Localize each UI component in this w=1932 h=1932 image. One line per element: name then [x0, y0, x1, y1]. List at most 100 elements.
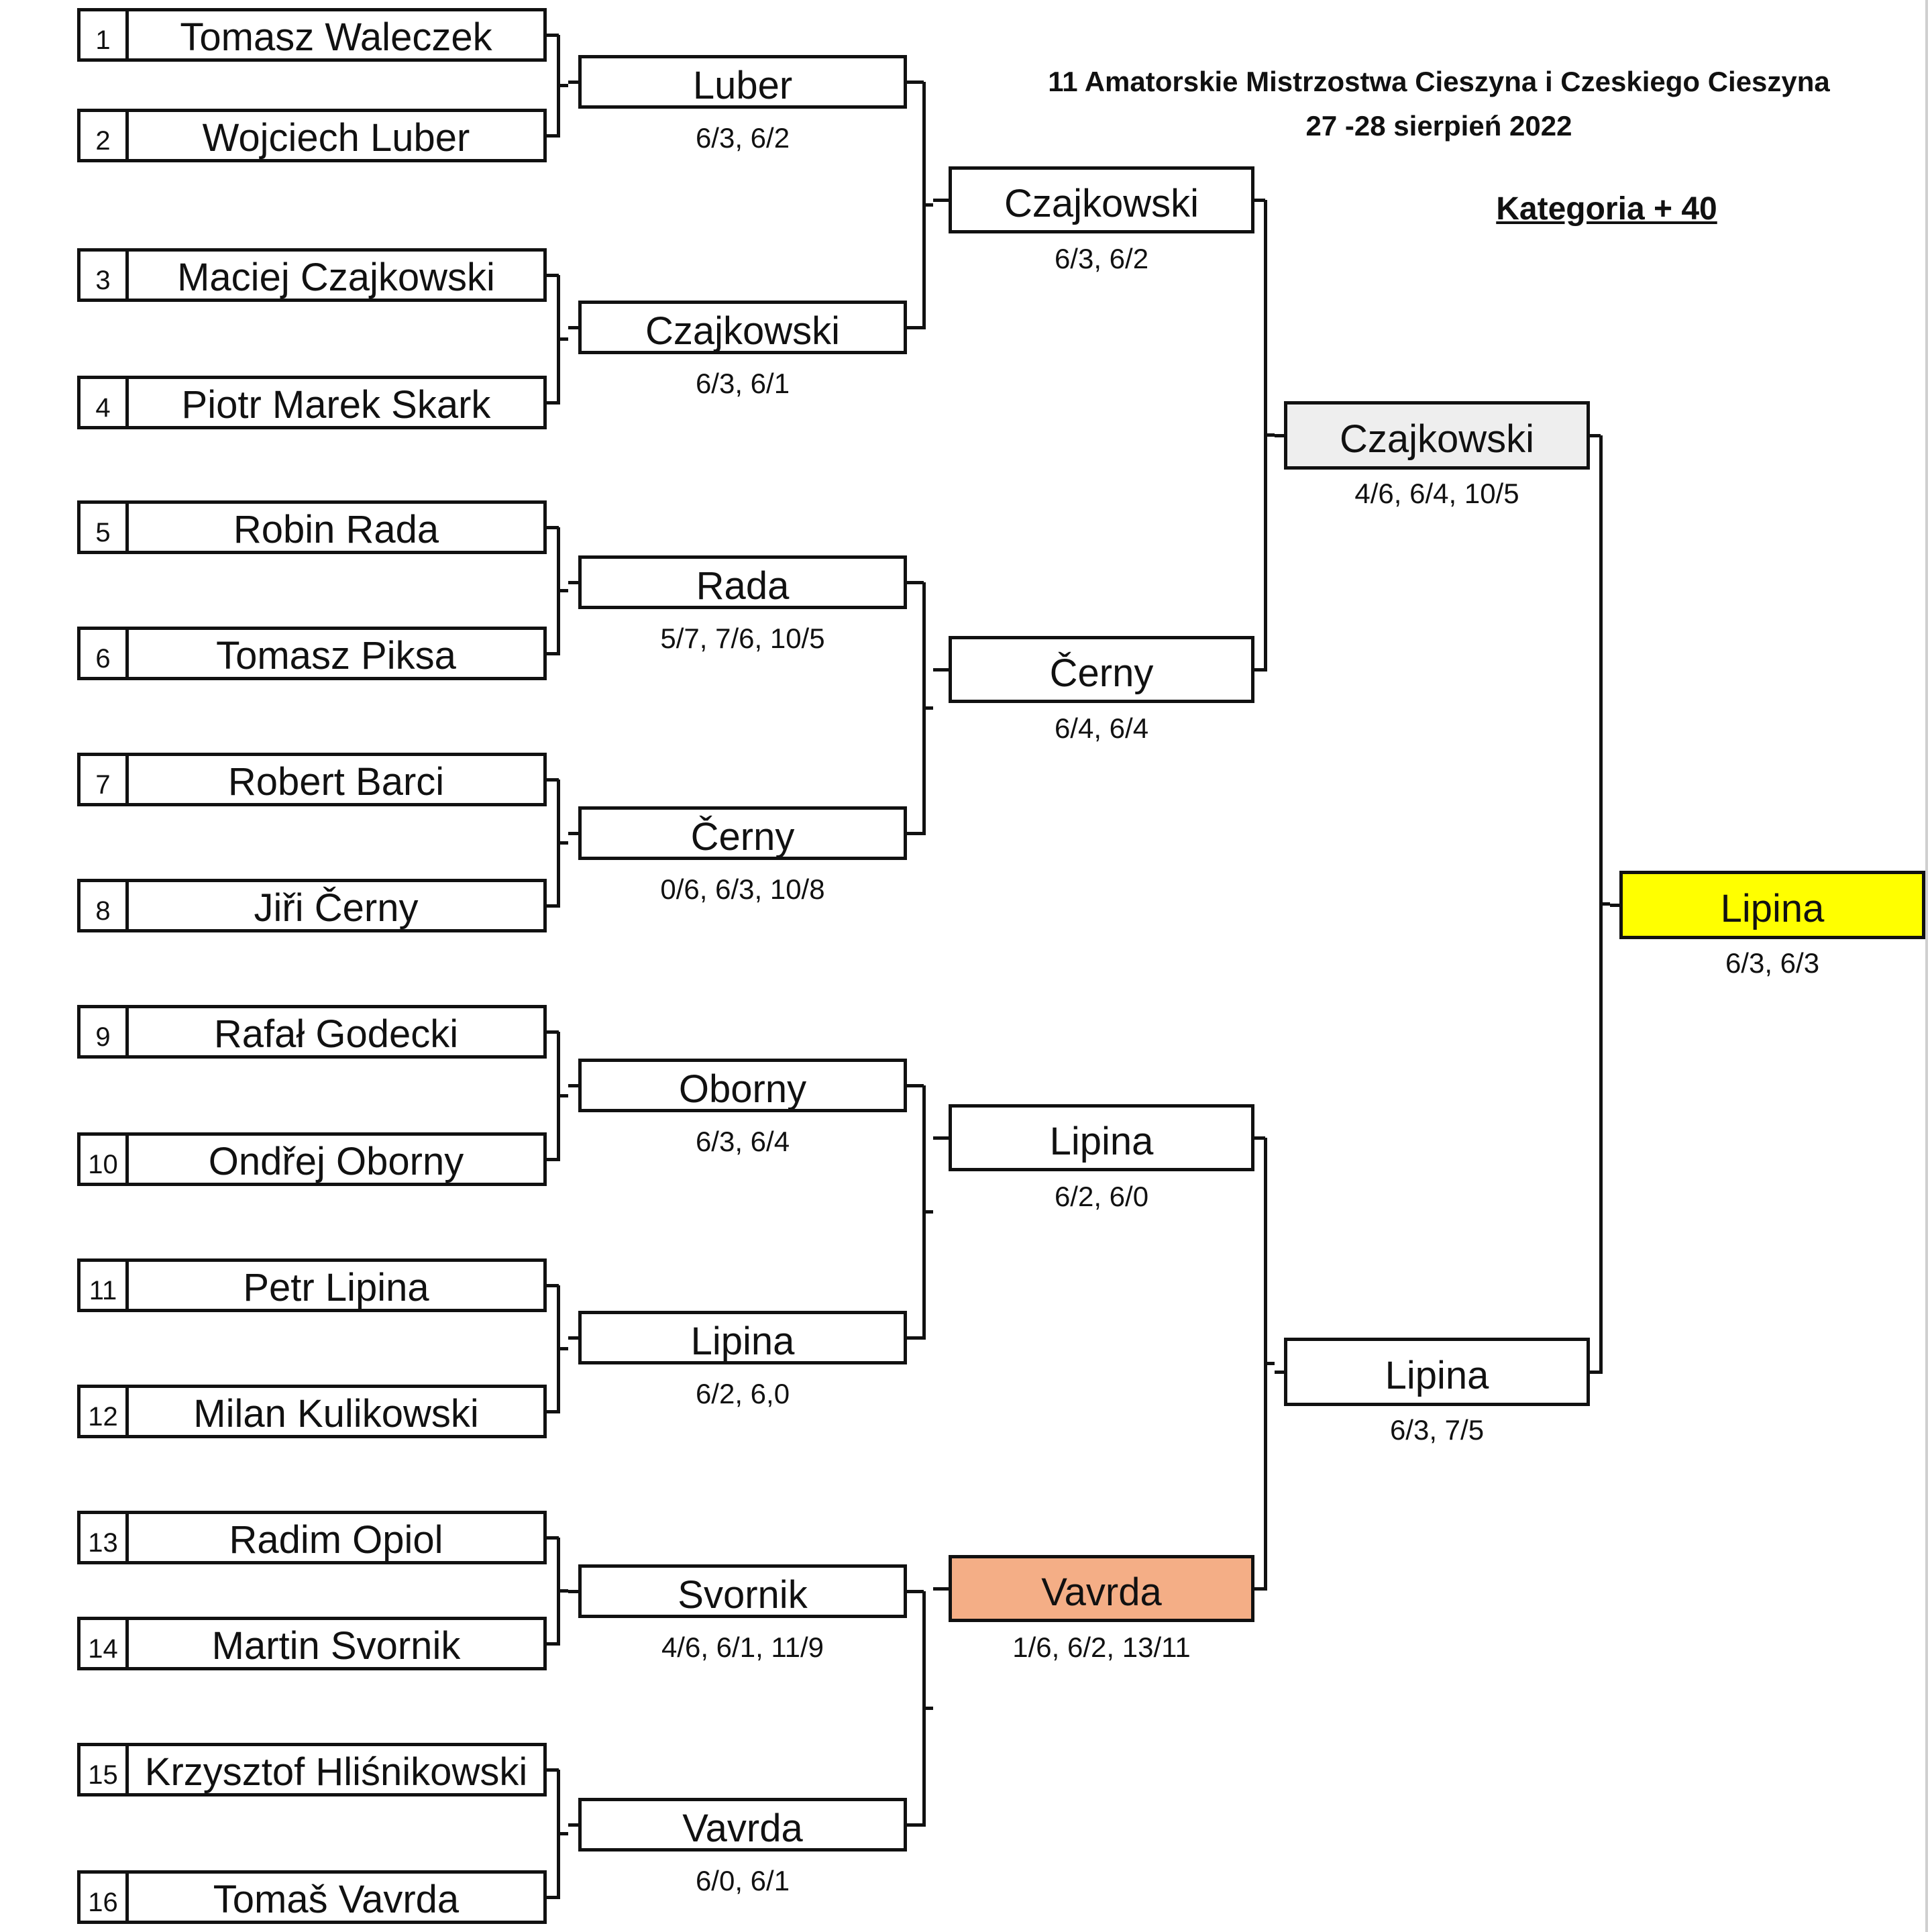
bracket-connector — [907, 1336, 924, 1340]
winner-box: Černy — [949, 636, 1254, 703]
player-name: Tomasz Piksa — [216, 634, 456, 678]
bracket-connector — [547, 1895, 559, 1899]
bracket-connector — [933, 1136, 949, 1140]
bracket-connector — [907, 1083, 924, 1087]
player-name: Ondřej Oborny — [208, 1140, 464, 1183]
match-score: 6/2, 6,0 — [695, 1378, 790, 1409]
winner-box: Czajkowski — [1284, 401, 1590, 470]
winner-box: Oborny — [578, 1059, 907, 1112]
winner-box: Czajkowski — [949, 166, 1254, 233]
winner-box: Lipina — [578, 1311, 907, 1364]
seed-number: 1 — [80, 11, 129, 58]
page-edge-line — [1925, 0, 1928, 1932]
bracket-connector — [547, 1409, 559, 1413]
bracket-connector — [907, 325, 924, 329]
bracket-connector — [547, 1536, 559, 1540]
seed-number: 2 — [80, 112, 129, 159]
winner-box: Lipina — [949, 1104, 1254, 1171]
player-slot: 5 Robin Rada — [77, 500, 547, 554]
player-slot: 1 Tomasz Waleczek — [77, 8, 547, 62]
bracket-connector — [568, 831, 578, 835]
player-slot: 13 Radim Opiol — [77, 1511, 547, 1564]
bracket-connector — [924, 706, 933, 710]
match-score: 6/3, 6/1 — [695, 368, 790, 399]
match-score: 4/6, 6/1, 11/9 — [661, 1631, 824, 1663]
bracket-connector — [558, 841, 568, 845]
seed-number: 9 — [80, 1008, 129, 1055]
player-slot: 3 Maciej Czajkowski — [77, 248, 547, 302]
bracket-connector — [1254, 1587, 1265, 1591]
bracket-connector — [1254, 1136, 1265, 1140]
player-name: Jiři Černy — [254, 886, 419, 930]
player-name: Piotr Marek Skark — [181, 383, 491, 427]
winner-box: Vavrda — [578, 1798, 907, 1851]
player-slot: 10 Ondřej Oborny — [77, 1132, 547, 1186]
match-score: 6/0, 6/1 — [695, 1865, 790, 1896]
bracket-connector — [568, 1823, 578, 1827]
bracket-connector — [558, 337, 568, 341]
winner-box: Lipina — [1619, 871, 1925, 939]
player-name: Krzysztof Hliśnikowski — [144, 1750, 528, 1794]
match-score: 6/3, 7/5 — [1389, 1414, 1485, 1446]
player-name: Radim Opiol — [229, 1518, 443, 1562]
seed-number: 11 — [80, 1262, 129, 1309]
winner-box: Lipina — [1284, 1338, 1590, 1406]
player-name: Petr Lipina — [243, 1266, 429, 1309]
bracket-connector — [547, 133, 559, 138]
bracket-connector — [933, 667, 949, 672]
match-score: 4/6, 6/4, 10/5 — [1354, 478, 1519, 509]
tournament-title: 11 Amatorskie Mistrzostwa Cieszyna i Cze… — [1048, 66, 1830, 97]
seed-number: 12 — [80, 1388, 129, 1435]
player-name: Rafał Godecki — [213, 1012, 459, 1056]
bracket-connector — [907, 1823, 924, 1827]
player-name: Tomasz Waleczek — [180, 15, 492, 59]
player-name: Robin Rada — [233, 508, 439, 551]
winner-box: Czajkowski — [578, 301, 907, 354]
winner-box: Rada — [578, 555, 907, 609]
player-name: Maciej Czajkowski — [177, 256, 495, 299]
bracket-connector — [1254, 198, 1265, 202]
bracket-connector — [907, 80, 924, 84]
winner-box: Luber — [578, 55, 907, 109]
player-name: Wojciech Luber — [202, 116, 470, 160]
bracket-connector — [1265, 433, 1275, 437]
player-name: Martin Svornik — [211, 1624, 461, 1668]
bracket-connector — [1601, 902, 1610, 906]
bracket-connector — [924, 1706, 933, 1710]
bracket-connector — [907, 831, 924, 835]
seed-number: 6 — [80, 630, 129, 677]
player-slot: 2 Wojciech Luber — [77, 109, 547, 162]
match-score: 1/6, 6/2, 13/11 — [1012, 1631, 1191, 1663]
bracket-connector — [907, 580, 924, 584]
seed-number: 3 — [80, 252, 129, 299]
bracket-connector — [568, 580, 578, 584]
bracket-connector — [568, 1589, 578, 1593]
bracket-connector — [1590, 1370, 1601, 1374]
seed-number: 13 — [80, 1514, 129, 1561]
bracket-connector — [547, 777, 559, 782]
bracket-connector — [547, 525, 559, 529]
bracket-connector — [547, 33, 559, 37]
bracket-connector — [558, 588, 568, 592]
bracket-connector — [547, 1283, 559, 1287]
bracket-connector — [558, 1346, 568, 1350]
bracket-connector — [558, 1831, 568, 1835]
match-score: 6/3, 6/2 — [695, 122, 790, 154]
seed-number: 5 — [80, 504, 129, 551]
bracket-connector — [1254, 667, 1265, 672]
seed-number: 10 — [80, 1136, 129, 1183]
bracket-connector — [568, 1336, 578, 1340]
bracket-connector — [558, 1093, 568, 1097]
bracket-connector — [547, 651, 559, 655]
player-slot: 6 Tomasz Piksa — [77, 627, 547, 680]
player-name: Tomaš Vavrda — [213, 1878, 460, 1921]
bracket-connector — [1610, 903, 1619, 907]
bracket-connector — [568, 1083, 578, 1087]
